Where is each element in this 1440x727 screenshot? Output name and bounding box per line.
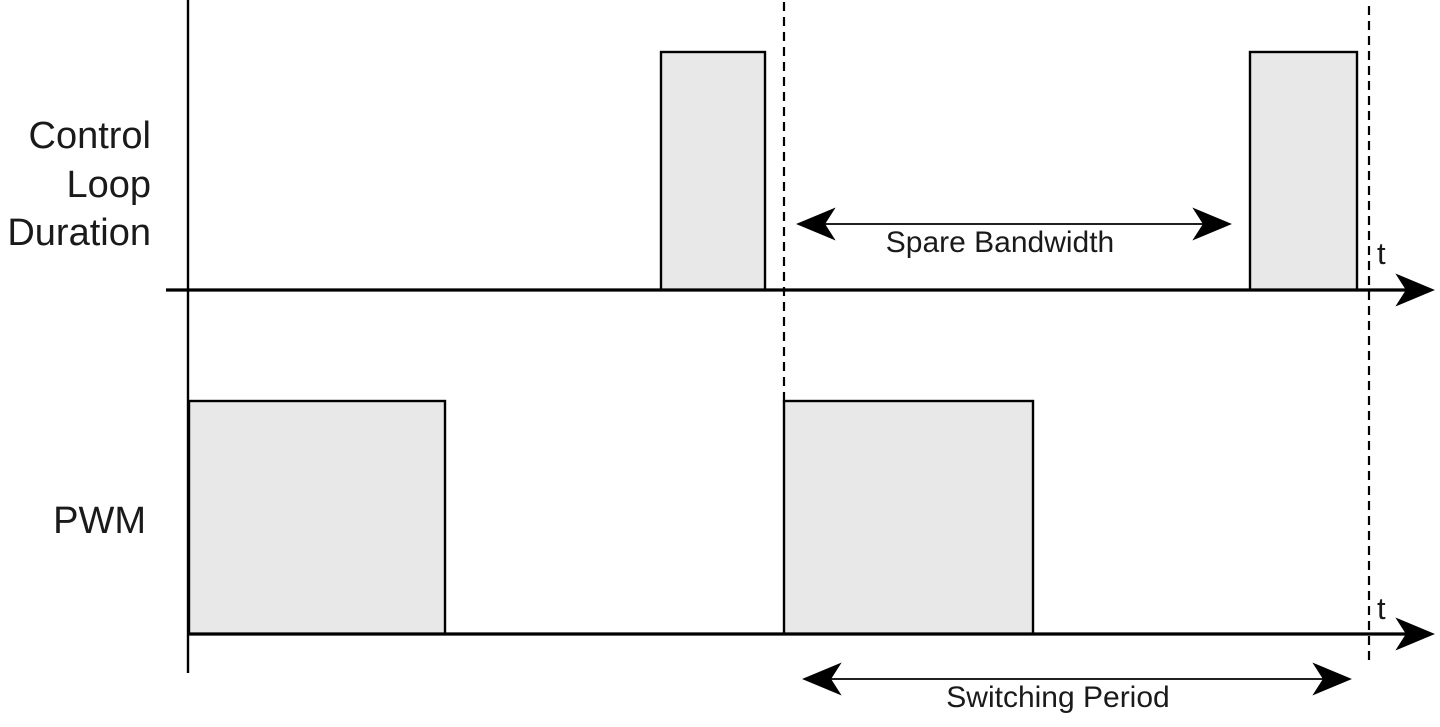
control-loop-label-line-2: Loop xyxy=(66,164,151,206)
spare-bandwidth-label: Spare Bandwidth xyxy=(886,226,1115,259)
control-loop-label-line-1: Control xyxy=(29,115,152,157)
annotation-arrow-group xyxy=(796,207,1352,696)
control-loop-label-line-3: Duration xyxy=(7,212,151,254)
control-loop-pulse xyxy=(1248,50,1359,292)
dashed-line-group xyxy=(782,2,1371,663)
pulse-group xyxy=(187,50,1359,636)
pwm-label: PWM xyxy=(53,500,146,542)
control-loop-pulse xyxy=(659,50,767,292)
axis-group xyxy=(166,0,1435,673)
pwm-pulse xyxy=(187,399,447,636)
pwm-time-axis-label: t xyxy=(1377,591,1386,626)
switching-period-label: Switching Period xyxy=(946,681,1169,714)
control-loop-time-axis-label: t xyxy=(1377,236,1386,271)
pwm-pulse xyxy=(782,399,1035,636)
